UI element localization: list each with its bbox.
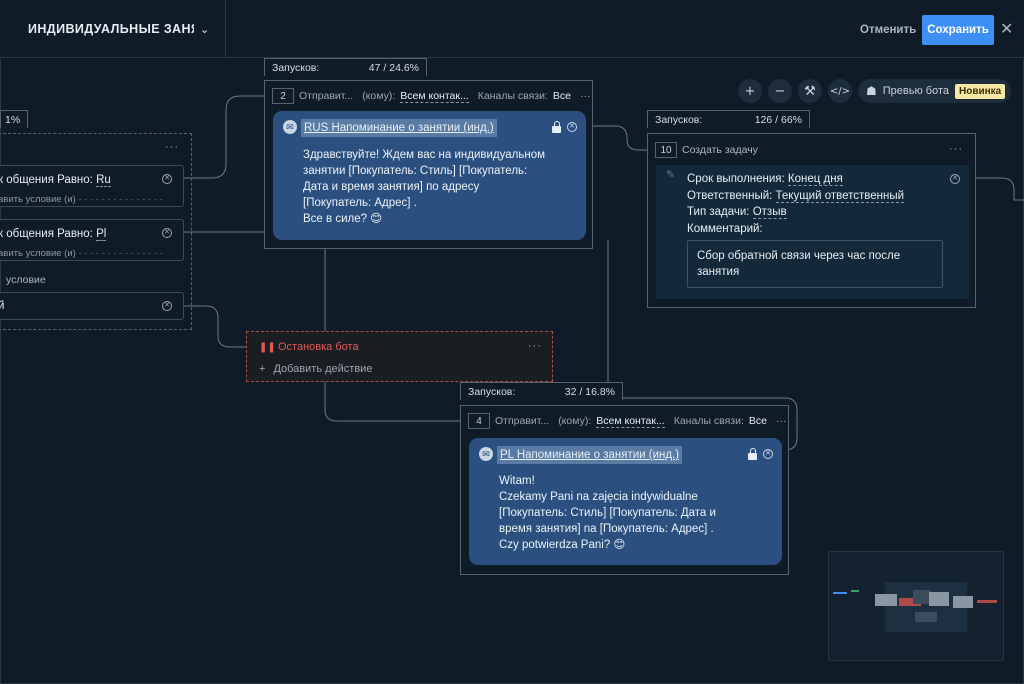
new-badge: Новинка [955, 83, 1006, 99]
node4-message-text: Witam! Czekamy Pani na zajęcia indywidua… [499, 475, 716, 551]
node4-runs-tag: Запусков: 32 / 16.8% [460, 382, 623, 400]
node4-message-bubble[interactable]: ✉ PL Напоминание о занятии (инд.) ✕ Wita… [469, 438, 782, 565]
node4-channels-label: Каналы связи: [673, 415, 744, 427]
node4-remove-icon[interactable]: ✕ [763, 449, 773, 459]
node4-runs-label: Запусков: [468, 385, 516, 398]
condition-pl-text: к общения Равно: [0, 228, 97, 240]
magic-wand-icon[interactable]: ⚒ [798, 79, 822, 103]
type-value[interactable]: Отзыв [752, 206, 787, 219]
minimap[interactable] [828, 551, 1004, 661]
node4-send-message[interactable]: 4 Отправит... (кому): Всем контак... Кан… [460, 405, 789, 575]
left-condition-group: ··· к общения Равно: Ru авить условие (и… [0, 133, 192, 330]
owner-label: Ответственный: [687, 189, 776, 202]
close-icon[interactable]: ✕ [1000, 21, 1014, 38]
node2-send-message[interactable]: 2 Отправит... (кому): Всем контак... Кан… [264, 80, 593, 249]
condition-ru[interactable]: к общения Равно: Ru авить условие (и) - … [0, 165, 184, 207]
node2-message-title[interactable]: RUS Напоминание о занятии (инд.) [301, 119, 497, 137]
left-runs-percent: 1% [5, 113, 21, 126]
canvas-toolbar: + − ⚒ </> ☗ Превью бота Новинка [738, 79, 1012, 103]
node10-runs-value: 126 / 66% [754, 113, 802, 126]
add-condition-link[interactable]: условие [6, 274, 46, 286]
node2-runs-label: Запусков: [272, 61, 320, 74]
top-bar: ИНДИВИДУАЛЬНЫЕ ЗАНЯТ ⌄ Отменить Сохранит… [0, 0, 1024, 58]
stop-bot-node[interactable]: ❚❚ Остановка бота ··· +Добавить действие [246, 331, 553, 382]
node4-to-label: (кому): [558, 415, 592, 427]
node2-number: 2 [272, 88, 294, 104]
node4-message-title[interactable]: PL Напоминание о занятии (инд.) [497, 446, 683, 464]
remove-condition-ru-icon[interactable]: ✕ [162, 174, 172, 184]
plus-icon[interactable]: + [738, 79, 762, 103]
save-button[interactable]: Сохранить [922, 15, 994, 45]
remove-condition-pl-icon[interactable]: ✕ [162, 228, 172, 238]
node2-channels-value[interactable]: Все [552, 90, 571, 102]
preview-label: Превью бота [882, 85, 949, 97]
add-condition-ru[interactable]: авить условие (и) [0, 194, 76, 205]
node10-title: Создать задачу [682, 144, 758, 156]
node4-channels-value[interactable]: Все [748, 415, 767, 427]
condition-pl-value[interactable]: Pl [96, 228, 107, 241]
condition-ru-text: к общения Равно: [0, 174, 97, 186]
left-group-menu-icon[interactable]: ··· [165, 141, 179, 153]
remove-condition-other-icon[interactable]: ✕ [162, 301, 172, 311]
cancel-button[interactable]: Отменить [852, 16, 924, 44]
condition-pl[interactable]: к общения Равно: Pl авить условие (и) - … [0, 219, 184, 261]
message-template-icon: ✉ [479, 447, 493, 461]
bot-preview-button[interactable]: ☗ Превью бота Новинка [858, 79, 1012, 103]
condition-ru-value[interactable]: Ru [96, 174, 111, 187]
node10-create-task[interactable]: 10 Создать задачу ··· ✎ ✕ Срок выполнени… [647, 133, 976, 308]
node2-recipient[interactable]: Всем контак... [400, 89, 469, 103]
node4-menu-icon[interactable]: ··· [776, 415, 787, 427]
minus-icon[interactable]: − [768, 79, 792, 103]
stop-node-menu-icon[interactable]: ··· [528, 340, 542, 352]
node2-runs-tag: Запусков: 47 / 24.6% [264, 58, 427, 76]
node2-message-text: Здравствуйте! Ждем вас на индивидуальном… [303, 149, 546, 225]
node2-menu-icon[interactable]: ··· [580, 90, 591, 102]
message-template-icon: ✉ [283, 120, 297, 134]
lock-icon [552, 121, 561, 133]
node2-runs-value: 47 / 24.6% [368, 61, 419, 74]
due-value[interactable]: Конец дня [787, 173, 843, 186]
due-label: Срок выполнения: [687, 173, 788, 185]
comment-label: Комментарий: [687, 222, 763, 235]
node10-menu-icon[interactable]: ··· [949, 143, 963, 155]
bot-title: ИНДИВИДУАЛЬНЫЕ ЗАНЯТ [28, 22, 194, 36]
node4-recipient[interactable]: Всем контак... [596, 414, 665, 428]
node4-send-label: Отправит... [495, 415, 550, 427]
bot-title-dropdown[interactable]: ИНДИВИДУАЛЬНЫЕ ЗАНЯТ ⌄ [0, 0, 226, 58]
owner-value[interactable]: Текущий ответственный [775, 189, 905, 203]
node10-number: 10 [655, 142, 677, 158]
node2-remove-icon[interactable]: ✕ [567, 122, 577, 132]
lock-icon [748, 448, 757, 460]
condition-other-text: й [0, 300, 5, 312]
node2-message-bubble[interactable]: ✉ RUS Напоминание о занятии (инд.) ✕ Здр… [273, 111, 586, 240]
comment-text: Сбор обратной связи через час после заня… [687, 240, 943, 288]
add-action-button[interactable]: +Добавить действие [259, 363, 373, 375]
node2-send-label: Отправит... [299, 90, 354, 102]
stop-bot-title: Остановка бота [278, 341, 359, 353]
node2-to-label: (кому): [362, 90, 396, 102]
bot-icon: ☗ [866, 84, 877, 98]
node10-remove-icon[interactable]: ✕ [950, 174, 960, 184]
chevron-down-icon: ⌄ [200, 23, 210, 36]
node10-runs-tag: Запусков: 126 / 66% [647, 110, 810, 128]
add-condition-pl[interactable]: авить условие (и) [0, 248, 76, 259]
node4-number: 4 [468, 413, 490, 429]
plus-icon: + [259, 363, 266, 375]
pause-icon: ❚❚ [259, 342, 276, 353]
node4-runs-value: 32 / 16.8% [564, 385, 615, 398]
edit-pencil-icon: ✎ [666, 169, 676, 181]
type-label: Тип задачи: [687, 206, 753, 218]
node10-runs-label: Запусков: [655, 113, 703, 126]
condition-other[interactable]: й ✕ [0, 292, 184, 320]
node2-channels-label: Каналы связи: [477, 90, 548, 102]
left-runs-tag: 1% [0, 110, 28, 128]
node10-task-details[interactable]: ✎ ✕ Срок выполнения: Конец дня Ответстве… [656, 165, 969, 299]
code-icon[interactable]: </> [828, 79, 852, 103]
